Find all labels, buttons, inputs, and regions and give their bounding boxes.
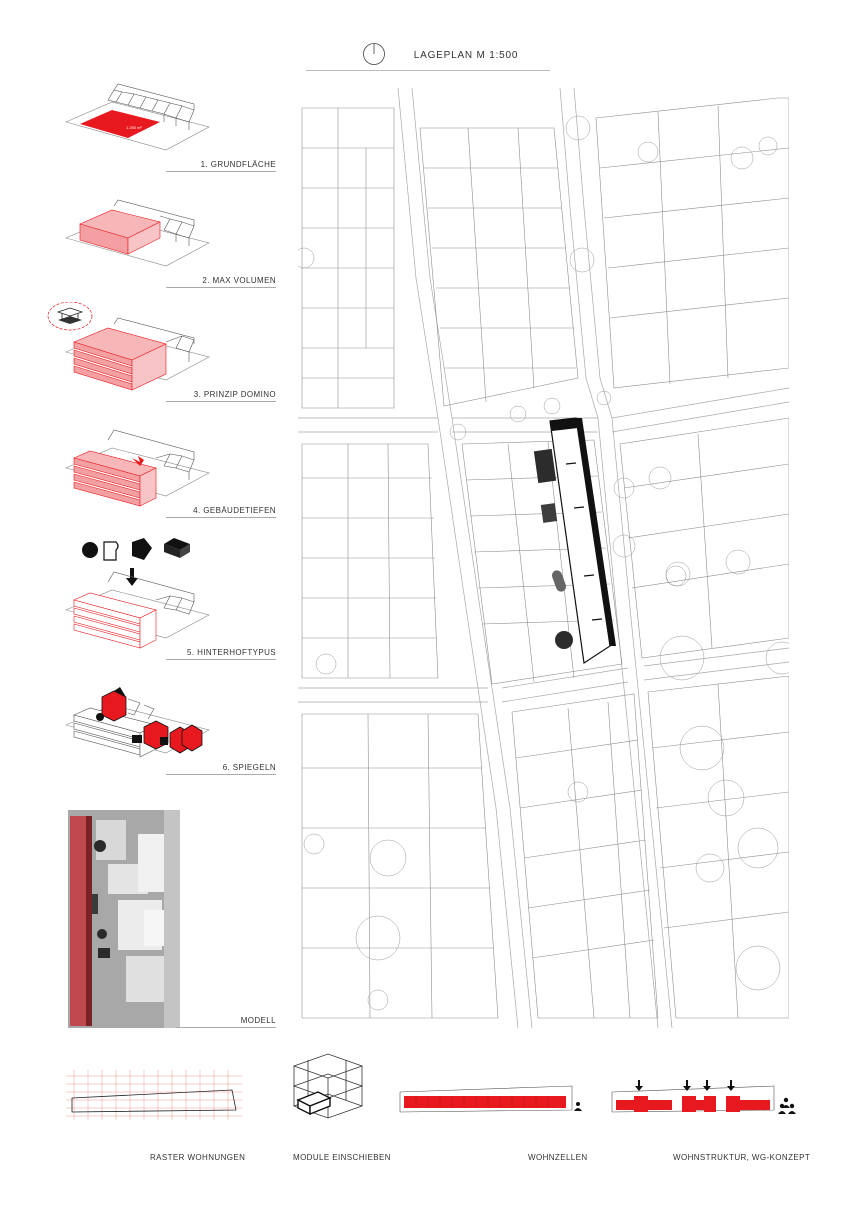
step-caption: 2. MAX VOLUMEN: [166, 276, 276, 288]
step-5-hinterhoftypus: 5. HINTERHOFTYPUS: [44, 534, 276, 660]
bottom-label-wohnstruktur: WOHNSTRUKTUR, WG-KONZEPT: [673, 1153, 811, 1162]
north-arrow-icon: [363, 43, 385, 65]
step-6-spiegeln: 6. SPIEGELN: [44, 675, 276, 775]
model-photo: [68, 810, 276, 1028]
step-caption: 5. HINTERHOFTYPUS: [166, 648, 276, 660]
area-label: 1.250 m²: [126, 125, 142, 130]
hinterhoftypus-diagram: [65, 538, 210, 649]
grundflaeche-diagram: 1.250 m²: [65, 83, 210, 151]
plan-title-block: LAGEPLAN M 1:500: [306, 40, 550, 71]
raster-grid: [66, 1070, 242, 1120]
project-building: [533, 417, 616, 665]
bottom-label-wohnzellen: WOHNZELLEN: [528, 1153, 588, 1162]
bottom-label-raster: RASTER WOHNUNGEN: [150, 1153, 246, 1162]
module-einschieben-diagram: [288, 1048, 368, 1124]
raster-wohnungen-diagram: [66, 1070, 242, 1120]
mirrored-volumes: [96, 687, 203, 754]
wohnstruktur-strip: [611, 1080, 796, 1114]
site-plan-map: [298, 88, 789, 1028]
site-plan-drawing: [298, 88, 789, 1028]
gebaeudetiefen-diagram: [65, 429, 210, 507]
modell-section: MODELL: [68, 810, 276, 1028]
step-caption: 6. SPIEGELN: [166, 763, 276, 775]
wohnzellen-strip: [399, 1085, 582, 1113]
step-3-prinzip-domino: 3. PRINZIP DOMINO: [44, 302, 276, 402]
wohnstruktur-diagram: [608, 1078, 796, 1118]
step-caption: 3. PRINZIP DOMINO: [166, 390, 276, 402]
max-volumen-diagram: [65, 199, 210, 267]
step-2-max-volumen: 2. MAX VOLUMEN: [44, 188, 276, 288]
volume-types-icons: [82, 538, 190, 561]
step-4-gebaeudetiefen: 4. GEBÄUDETIEFEN: [44, 418, 276, 518]
module-axonometric: [292, 1053, 364, 1119]
spiegeln-diagram: [65, 687, 210, 758]
step-caption: 1. GRUNDFLÄCHE: [166, 160, 276, 172]
prinzip-domino-diagram: [47, 302, 210, 391]
bottom-label-module: MODULE EINSCHIEBEN: [293, 1153, 391, 1162]
wohnzellen-diagram: [396, 1078, 584, 1118]
plan-title: LAGEPLAN M 1:500: [413, 50, 519, 61]
group-icon: [778, 1097, 796, 1114]
step-caption: MODELL: [176, 1016, 276, 1028]
step-1-grundflaeche: 1.250 m² 1. GRUNDFLÄCHE: [44, 72, 276, 172]
step-caption: 4. GEBÄUDETIEFEN: [166, 506, 276, 518]
depth-arrow-icon: [132, 456, 144, 466]
arrow-down-icons: [635, 1080, 735, 1091]
domino-cloud-icon: [47, 302, 93, 331]
module-box-icon: [296, 1091, 332, 1116]
person-icon: [574, 1102, 582, 1111]
